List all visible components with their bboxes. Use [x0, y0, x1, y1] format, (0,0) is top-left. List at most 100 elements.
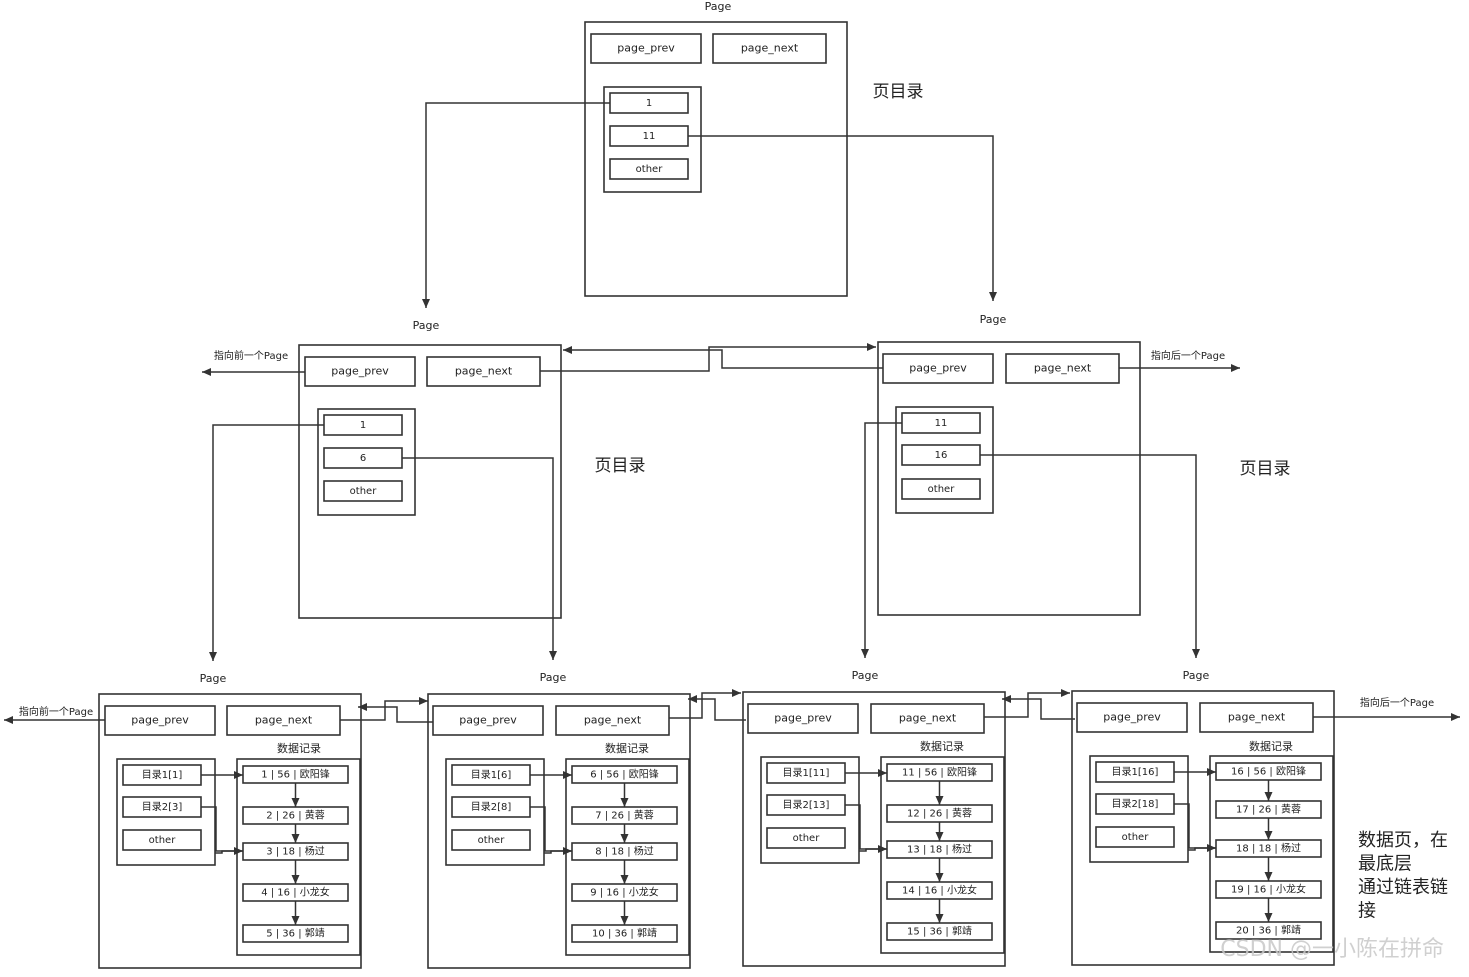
leaf-page-3-record-1	[886, 763, 993, 782]
leaf-page-1	[98, 693, 362, 969]
leaf-page-4-record-4-label: 19 | 16 | 小龙女	[1231, 883, 1306, 896]
level1-page-2-entry-2-label: 16	[935, 450, 948, 461]
level1-page-2-prev-label: page_prev	[909, 362, 967, 375]
leaf-page-3-prev-label: page_prev	[774, 712, 832, 725]
leaf-page-4-record-1-label: 16 | 56 | 欧阳锋	[1231, 765, 1306, 778]
leaf-page-2-dir-2	[451, 796, 531, 818]
leaf-page-4-next-label: page_next	[1228, 711, 1286, 724]
leaf-page-3-dir-2	[766, 794, 846, 816]
leaf-page-1-dir-3	[122, 829, 202, 851]
leaf-page-4-record-2-label: 17 | 26 | 黄蓉	[1236, 803, 1301, 816]
root-entry-2	[609, 125, 689, 147]
leaf-page-2-record-4-label: 9 | 16 | 小龙女	[590, 886, 659, 899]
level1-page-1-entry-1	[323, 414, 403, 436]
root-page-label: Page	[705, 0, 732, 13]
leaf-page-3-record-5	[886, 922, 993, 941]
leaf-page-3-record-2-label: 12 | 26 | 黄蓉	[907, 807, 972, 820]
leaf-page-2-record-2-label: 7 | 26 | 黄蓉	[595, 809, 654, 822]
root-entry-1	[609, 92, 689, 114]
root-entry-3	[609, 158, 689, 180]
leaf-page-2-dir-1-label: 目录1[6]	[471, 769, 512, 781]
leaf-page-3-record-3	[886, 840, 993, 859]
leaf-page-4-record-2	[1215, 800, 1322, 819]
leaf-page-3-record-5-label: 15 | 36 | 郭靖	[907, 925, 972, 938]
leaf-page-4-dir-2-label: 目录2[18]	[1112, 798, 1159, 810]
level1-page-1-entry-1-label: 1	[360, 420, 366, 431]
leaf-page-4	[1071, 690, 1335, 966]
level1-page-2-entry-1	[901, 412, 981, 434]
root-page-prev	[590, 33, 702, 64]
leaf-page-2-next-label: page_next	[584, 714, 642, 727]
leaf-page-3-dir-2-label: 目录2[13]	[783, 799, 830, 811]
level1-page-2-entry-3-label: other	[928, 484, 956, 495]
leaf-page-4-record-5-label: 20 | 36 | 郭靖	[1236, 924, 1301, 937]
leaf-page-3-next-label: page_next	[899, 712, 957, 725]
leaf-external-prev-label: 指向前一个Page	[19, 705, 93, 718]
leaf-page-3-record-4	[886, 881, 993, 900]
leaf-page-3-directory	[760, 756, 860, 864]
leaf-page-4-dir-3-label: other	[1122, 832, 1150, 843]
level1-1-to-leaf-2	[402, 457, 557, 660]
root-to-level1-1	[422, 102, 610, 308]
level1-page-1-directory	[317, 408, 416, 516]
leaf-page-1-directory	[116, 758, 216, 866]
level1-page-1-entry-3-label: other	[350, 486, 378, 497]
leaf-page-1-record-2	[242, 806, 349, 825]
leaf-external-next-label: 指向后一个Page	[1360, 696, 1434, 709]
leaf-page-2-record-1	[571, 765, 678, 784]
leaf-page-3-records	[880, 756, 1005, 954]
leaf-page-2-record-5-label: 10 | 36 | 郭靖	[592, 927, 657, 940]
leaf-page-1-record-1-label: 1 | 56 | 欧阳锋	[261, 768, 330, 781]
leaf-page-2-record-5	[571, 924, 678, 943]
level1-page-1-label: Page	[413, 319, 440, 332]
level1-external-next-label: 指向后一个Page	[1151, 349, 1225, 362]
leaf-page-3-next	[870, 703, 985, 734]
leaf-page-3-records-title: 数据记录	[920, 739, 964, 753]
leaf-page-3	[742, 691, 1006, 967]
level1-page-1-prev	[304, 356, 416, 387]
leaf-page-3-dir-3	[766, 827, 846, 849]
leaf-page-3-label: Page	[852, 669, 879, 682]
leaf-page-4-record-1	[1215, 762, 1322, 781]
level1-page-2-next	[1005, 353, 1120, 384]
level1-page-1-next	[426, 356, 541, 387]
leaf-page-1-dir-2	[122, 796, 202, 818]
leaf-page-2-record-3	[571, 842, 678, 861]
side-note-line-3: 通过链表链	[1358, 877, 1448, 898]
leaf-page-1-label: Page	[200, 672, 227, 685]
leaf-page-2-record-4	[571, 883, 678, 902]
leaf-page-3-dir-1-label: 目录1[11]	[783, 767, 830, 779]
root-to-level1-2	[688, 135, 997, 301]
leaf-page-1-dir-link-3	[215, 850, 243, 854]
leaf-page-1-next	[226, 705, 341, 736]
level1-page-2-entry-2	[901, 444, 981, 466]
leaf-page-2-record-3-label: 8 | 18 | 杨过	[595, 845, 654, 858]
level1-page-1-entry-3	[323, 480, 403, 502]
leaf-page-2-prev-label: page_prev	[459, 714, 517, 727]
leaf-page-4-directory	[1089, 755, 1189, 863]
level1-prev-link	[563, 346, 883, 369]
leaf-page-4-dir-1-label: 目录1[16]	[1112, 766, 1159, 778]
leaf-page-4-prev	[1076, 702, 1188, 733]
leaf-page-3-dir-3-label: other	[793, 833, 821, 844]
leaf-page-1-record-5-label: 5 | 36 | 郭靖	[266, 927, 325, 940]
leaf-page-2-dir-3	[451, 829, 531, 851]
leaf-page-4-label: Page	[1183, 669, 1210, 682]
level1-external-prev-label: 指向前一个Page	[214, 349, 288, 362]
side-note-line-4: 接	[1358, 901, 1376, 922]
leaf-page-2-dir-3-label: other	[478, 835, 506, 846]
leaf-page-2-records	[565, 758, 690, 956]
leaf-page-3-dir-1	[766, 762, 846, 784]
leaf-page-1-record-1	[242, 765, 349, 784]
root-directory	[603, 86, 702, 193]
leaf-page-4-dir-link-3	[1188, 847, 1216, 851]
side-note-line-2: 最底层	[1358, 854, 1412, 875]
leaf-page-2-next	[555, 705, 670, 736]
leaf-page-2-label: Page	[540, 671, 567, 684]
level1-page-2-entry-1-label: 11	[935, 418, 948, 429]
root-entry-2-label: 11	[643, 131, 656, 142]
leaf-page-2-records-title: 数据记录	[605, 741, 649, 755]
connectors	[4, 102, 1460, 925]
leaf-page-4-records-title: 数据记录	[1249, 739, 1293, 753]
leaf-page-1-records-title: 数据记录	[277, 741, 321, 755]
